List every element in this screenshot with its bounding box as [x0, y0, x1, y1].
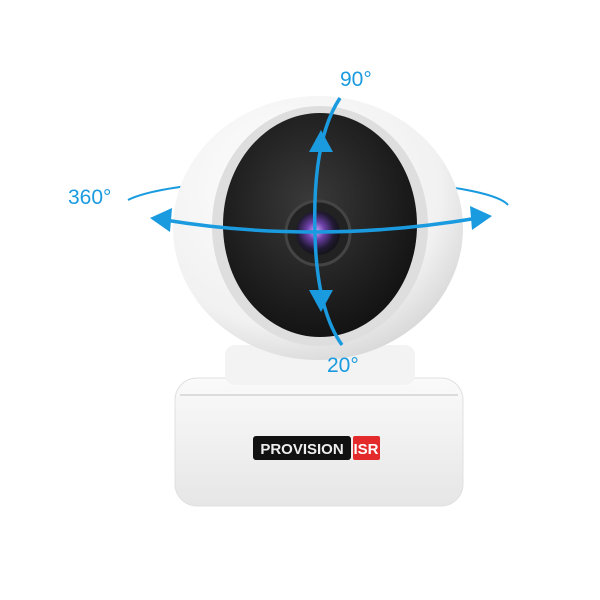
brand-logo: PROVISION ISR — [253, 436, 380, 460]
logo-suffix-text: ISR — [353, 441, 378, 458]
pan-arrow-left-head — [150, 208, 172, 232]
tilt-down-label: 20° — [327, 354, 359, 377]
pan-arrow-front — [164, 216, 479, 234]
logo-main-text: PROVISION — [260, 441, 343, 458]
pan-label: 360° — [68, 186, 112, 209]
tilt-arrow — [312, 97, 344, 347]
tilt-arrow-up-head — [309, 130, 333, 152]
tilt-up-label: 90° — [340, 68, 372, 91]
pan-arrow-right-head — [470, 206, 492, 230]
tilt-arrow-down-head — [309, 290, 333, 312]
camera-neck — [225, 345, 415, 385]
